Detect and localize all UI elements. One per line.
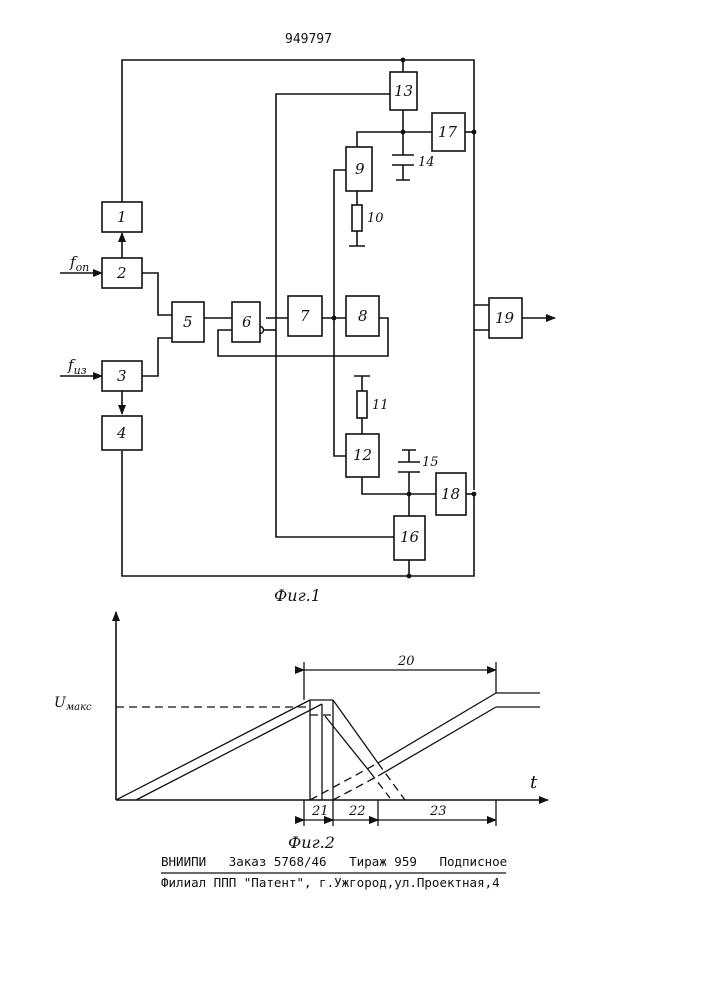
ground-10 [349,231,365,246]
x-axis-label: t [530,772,538,793]
interval-21-label: 21 [311,804,329,819]
fig1-block-diagram: 1 2 3 4 5 6 7 8 9 12 13 16 17 18 19 10 1… [60,58,555,605]
block-12-label: 12 [353,446,372,464]
block-6-label: 6 [242,313,252,331]
block-3-label: 3 [117,367,127,385]
patent-number: 949797 [285,32,332,47]
block-18-label: 18 [441,485,460,503]
interval-22-label: 22 [348,804,366,819]
imprint-footer: ВНИИПИ Заказ 5768/46 Тираж 959 Подписное… [161,854,507,890]
rise-b [378,707,496,776]
fig1-caption: Фиг.1 [274,586,321,605]
interval-ticks [304,800,496,826]
resistor-11-label: 11 [372,398,389,413]
block-19-label: 19 [495,309,515,327]
capacitor-14-label: 14 [418,155,435,170]
fig2-caption: Фиг.2 [288,833,335,852]
rise-dash-b [333,776,378,800]
wire-to-19 [474,305,489,330]
wire-node-to-9 [334,170,346,318]
input-fiz-label: fиз [67,356,87,377]
resistor-11 [357,391,367,418]
fig2-timing-diagram: t Uмакс 20 21 2 [54,612,548,852]
wire-node-to-12 [334,318,346,456]
block-4-label: 4 [116,424,127,442]
capacitor-15-label: 15 [422,455,439,470]
block-17-label: 17 [438,123,458,141]
block-2-label: 2 [116,264,127,282]
input-fon-label: fоп [69,253,89,274]
footer-line-2: Филиал ППП "Патент", г.Ужгород,ул.Проект… [161,875,500,890]
block-1-label: 1 [117,208,127,226]
wire-12-down [362,477,409,494]
wire-9-up [357,132,403,147]
footer-line-1: ВНИИПИ Заказ 5768/46 Тираж 959 Подписное [161,854,507,869]
ground-11 [354,376,370,391]
rise-a [378,693,496,763]
resistor-10-label: 10 [367,211,384,226]
y-axis-label: Uмакс [54,695,92,713]
wire-2-to-5 [142,273,172,315]
cap-15 [398,450,420,472]
resistor-10 [352,205,362,231]
block-5-label: 5 [183,313,193,331]
interval-23-label: 23 [429,804,447,819]
interval-20-label: 20 [397,654,415,669]
ramp-1a [116,700,310,800]
block-7-label: 7 [300,307,310,325]
wire-top [122,60,474,490]
block-9-label: 9 [355,160,365,178]
block-13-label: 13 [394,82,413,100]
block-16-label: 16 [400,528,420,546]
block-8-label: 8 [358,307,368,325]
ramp-1b [136,704,322,800]
fall-b [325,716,370,772]
cap-14 [392,155,414,180]
wire-3-to-5 [142,338,172,376]
